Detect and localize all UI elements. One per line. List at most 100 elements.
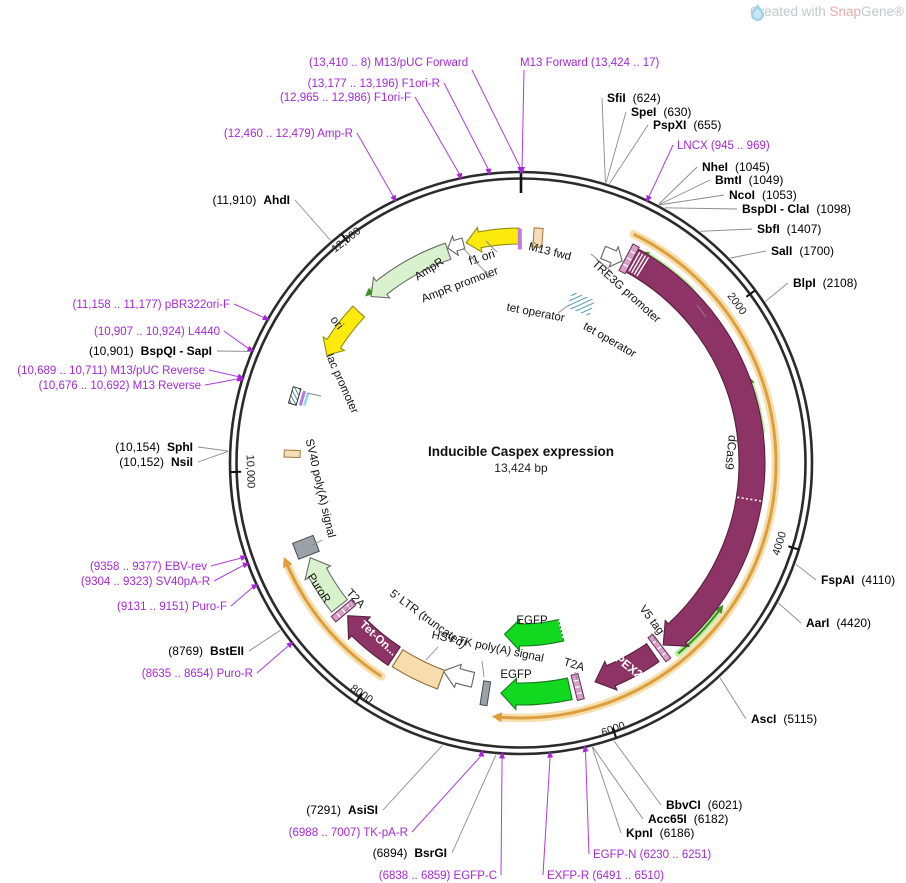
plasmid-title: Inducible Caspex expression [427,444,615,460]
enzyme-leader-bsrgi [451,754,497,854]
enzyme-label-aari: AarI(4420) [806,616,871,630]
feature-ampr-promoter [447,234,466,257]
primer-label-lncx: LNCX (945 .. 969) [677,140,770,152]
enzyme-label-bbvci: BbvCI(6021) [666,798,742,812]
primer-leader-m13-reverse [204,378,239,386]
primer-leader-l4440 [223,330,250,350]
enzyme-leader-bmti [658,179,711,206]
enzyme-leader-ncoi [659,194,725,206]
enzyme-leader-nsii [197,450,229,463]
transcript-main [499,232,778,720]
primer-label-l4440: (10,907 .. 10,924) L4440 [94,326,220,338]
connector-12 [306,392,322,397]
feature-egfp-2-dashed-edge [558,620,565,641]
enzyme-label-pspxi: PspXI(655) [653,118,721,132]
primer-leader-amp-r [356,132,394,198]
primer-leader-egfp-n [585,750,590,855]
primer-leader-exfp-r [542,756,551,876]
feature-dcas9-start-box [618,243,640,275]
feature-m13-fwd-tick [517,228,522,250]
primer-leader-ebv-rev [210,557,242,567]
feature-tre3g-promoter [600,245,623,268]
primer-site-mark-exfp-r [547,750,554,758]
orf-3-arrowhead [715,604,724,614]
feature-v5-tag [647,633,672,663]
feature-sv40-polya [291,534,320,560]
feature-label-t2a-1: T2A [562,656,586,674]
scale-tick-2000 [745,289,756,298]
scale-tick-4000 [788,545,800,551]
feature-apex2 [594,642,660,692]
primer-site-mark-f1ori-r [485,168,492,176]
enzyme-leader-pspxi [609,124,649,184]
primer-label-f1ori-r: (13,177 .. 13,196) F1ori-R [308,78,440,90]
transcript-puro-arrowhead [283,556,293,569]
connector-7 [425,646,439,661]
primer-label-sv40pa-r: (9304 .. 9323) SV40pA-R [81,576,210,588]
feature-dcas9-start-hatch-1 [631,253,644,274]
scale-tick-6000 [611,727,618,739]
scale-tick-label-4000: 4000 [770,530,789,557]
primer-label-amp-r: (12,460 .. 12,479) Amp-R [224,128,353,140]
feature-ltr-white-arrow [442,663,476,689]
connector-4 [557,304,570,314]
enzyme-label-kpni: KpnI(6186) [626,826,694,840]
transcript-main-arrowhead [491,712,503,723]
primer-leader-puro-r [256,644,290,674]
connector-10 [344,604,352,612]
connector-11 [310,539,323,547]
enzyme-label-nsii: (10,152)NsiI [119,455,193,469]
primer-leader-m13-forward [521,69,525,169]
enzyme-label-bsteii: (8769)BstEII [168,644,244,658]
feature-label-sv40-polya: SV40 poly(A) signal [303,438,337,539]
feature-egfp-1 [500,677,573,711]
enzyme-leader-sphi [197,446,229,452]
primer-site-mark-tk-pa-r [478,749,485,757]
enzyme-leader-sali [730,250,767,259]
enzyme-leader-bspdi-clai [665,207,738,210]
feature-label-lac-promoter: lac promoter [323,352,360,415]
enzyme-leader-blpi [765,282,789,302]
watermark-text: Created with SnapGene® [749,4,904,19]
enzyme-label-acc65i: Acc65I(6182) [648,812,728,826]
plasmid-title-block: Inducible Caspex expression 13,424 bp [428,444,614,475]
connector-0 [485,240,498,253]
enzyme-label-bsrgi: (6894)BsrGI [373,846,447,860]
primer-site-mark-egfp-c [499,751,505,759]
primer-label-exfp-r: EXFP-R (6491 .. 6510) [547,870,664,882]
primer-site-mark-m13-forward [519,166,526,175]
connector-8 [650,632,658,643]
enzyme-label-sphi: (10,154)SphI [115,440,193,454]
primer-leader-f1ori-f [414,96,461,175]
feature-label-m13-fwd: M13 fwd [527,241,572,263]
primer-label-f1ori-f: (12,965 .. 12,986) F1ori-F [280,92,411,104]
snapgene-watermark: Created with SnapGene® [749,4,904,21]
feature-puror [304,556,349,613]
primer-leader-tk-pa-r [411,755,482,833]
primer-site-mark-m13-puc-reverse [237,373,245,380]
scale-tick-label-10,000: 10,000 [244,455,257,489]
enzyme-leader-kpni [591,747,622,834]
primer-label-egfp-c: (6838 .. 6859) EGFP-C [379,870,497,882]
primer-site-mark-ebv-rev [239,555,248,562]
enzyme-leader-ahdi [294,199,331,241]
enzyme-leader-asisi [382,744,443,811]
plasmid-size: 13,424 bp [494,461,548,476]
enzyme-leader-nhei [658,166,698,205]
primer-site-mark-pbr322ori-f [261,314,270,321]
primer-leader-m13-puc-reverse [208,369,239,378]
feature-tan-site [283,449,301,459]
enzyme-label-bmti: BmtI(1049) [715,173,783,187]
transcript-puro [285,563,383,678]
enzyme-leader-sbfi [700,228,753,232]
scale-tick-8000 [354,692,363,704]
primer-site-mark-lncx [646,194,652,203]
feature-dcas9-start-hatch-2 [633,255,647,275]
primer-label-tk-pa-r: (6988 .. 7007) TK-pA-R [289,827,408,839]
enzyme-label-asci: AscI(5115) [751,712,817,726]
primer-leader-m13-puc-forward [471,69,521,169]
feature-lac-promoter [287,386,302,406]
enzyme-label-sbfi: SbfI(1407) [757,222,821,236]
feature-label-five-ltr: 5' LTR (truncated) [387,588,468,652]
